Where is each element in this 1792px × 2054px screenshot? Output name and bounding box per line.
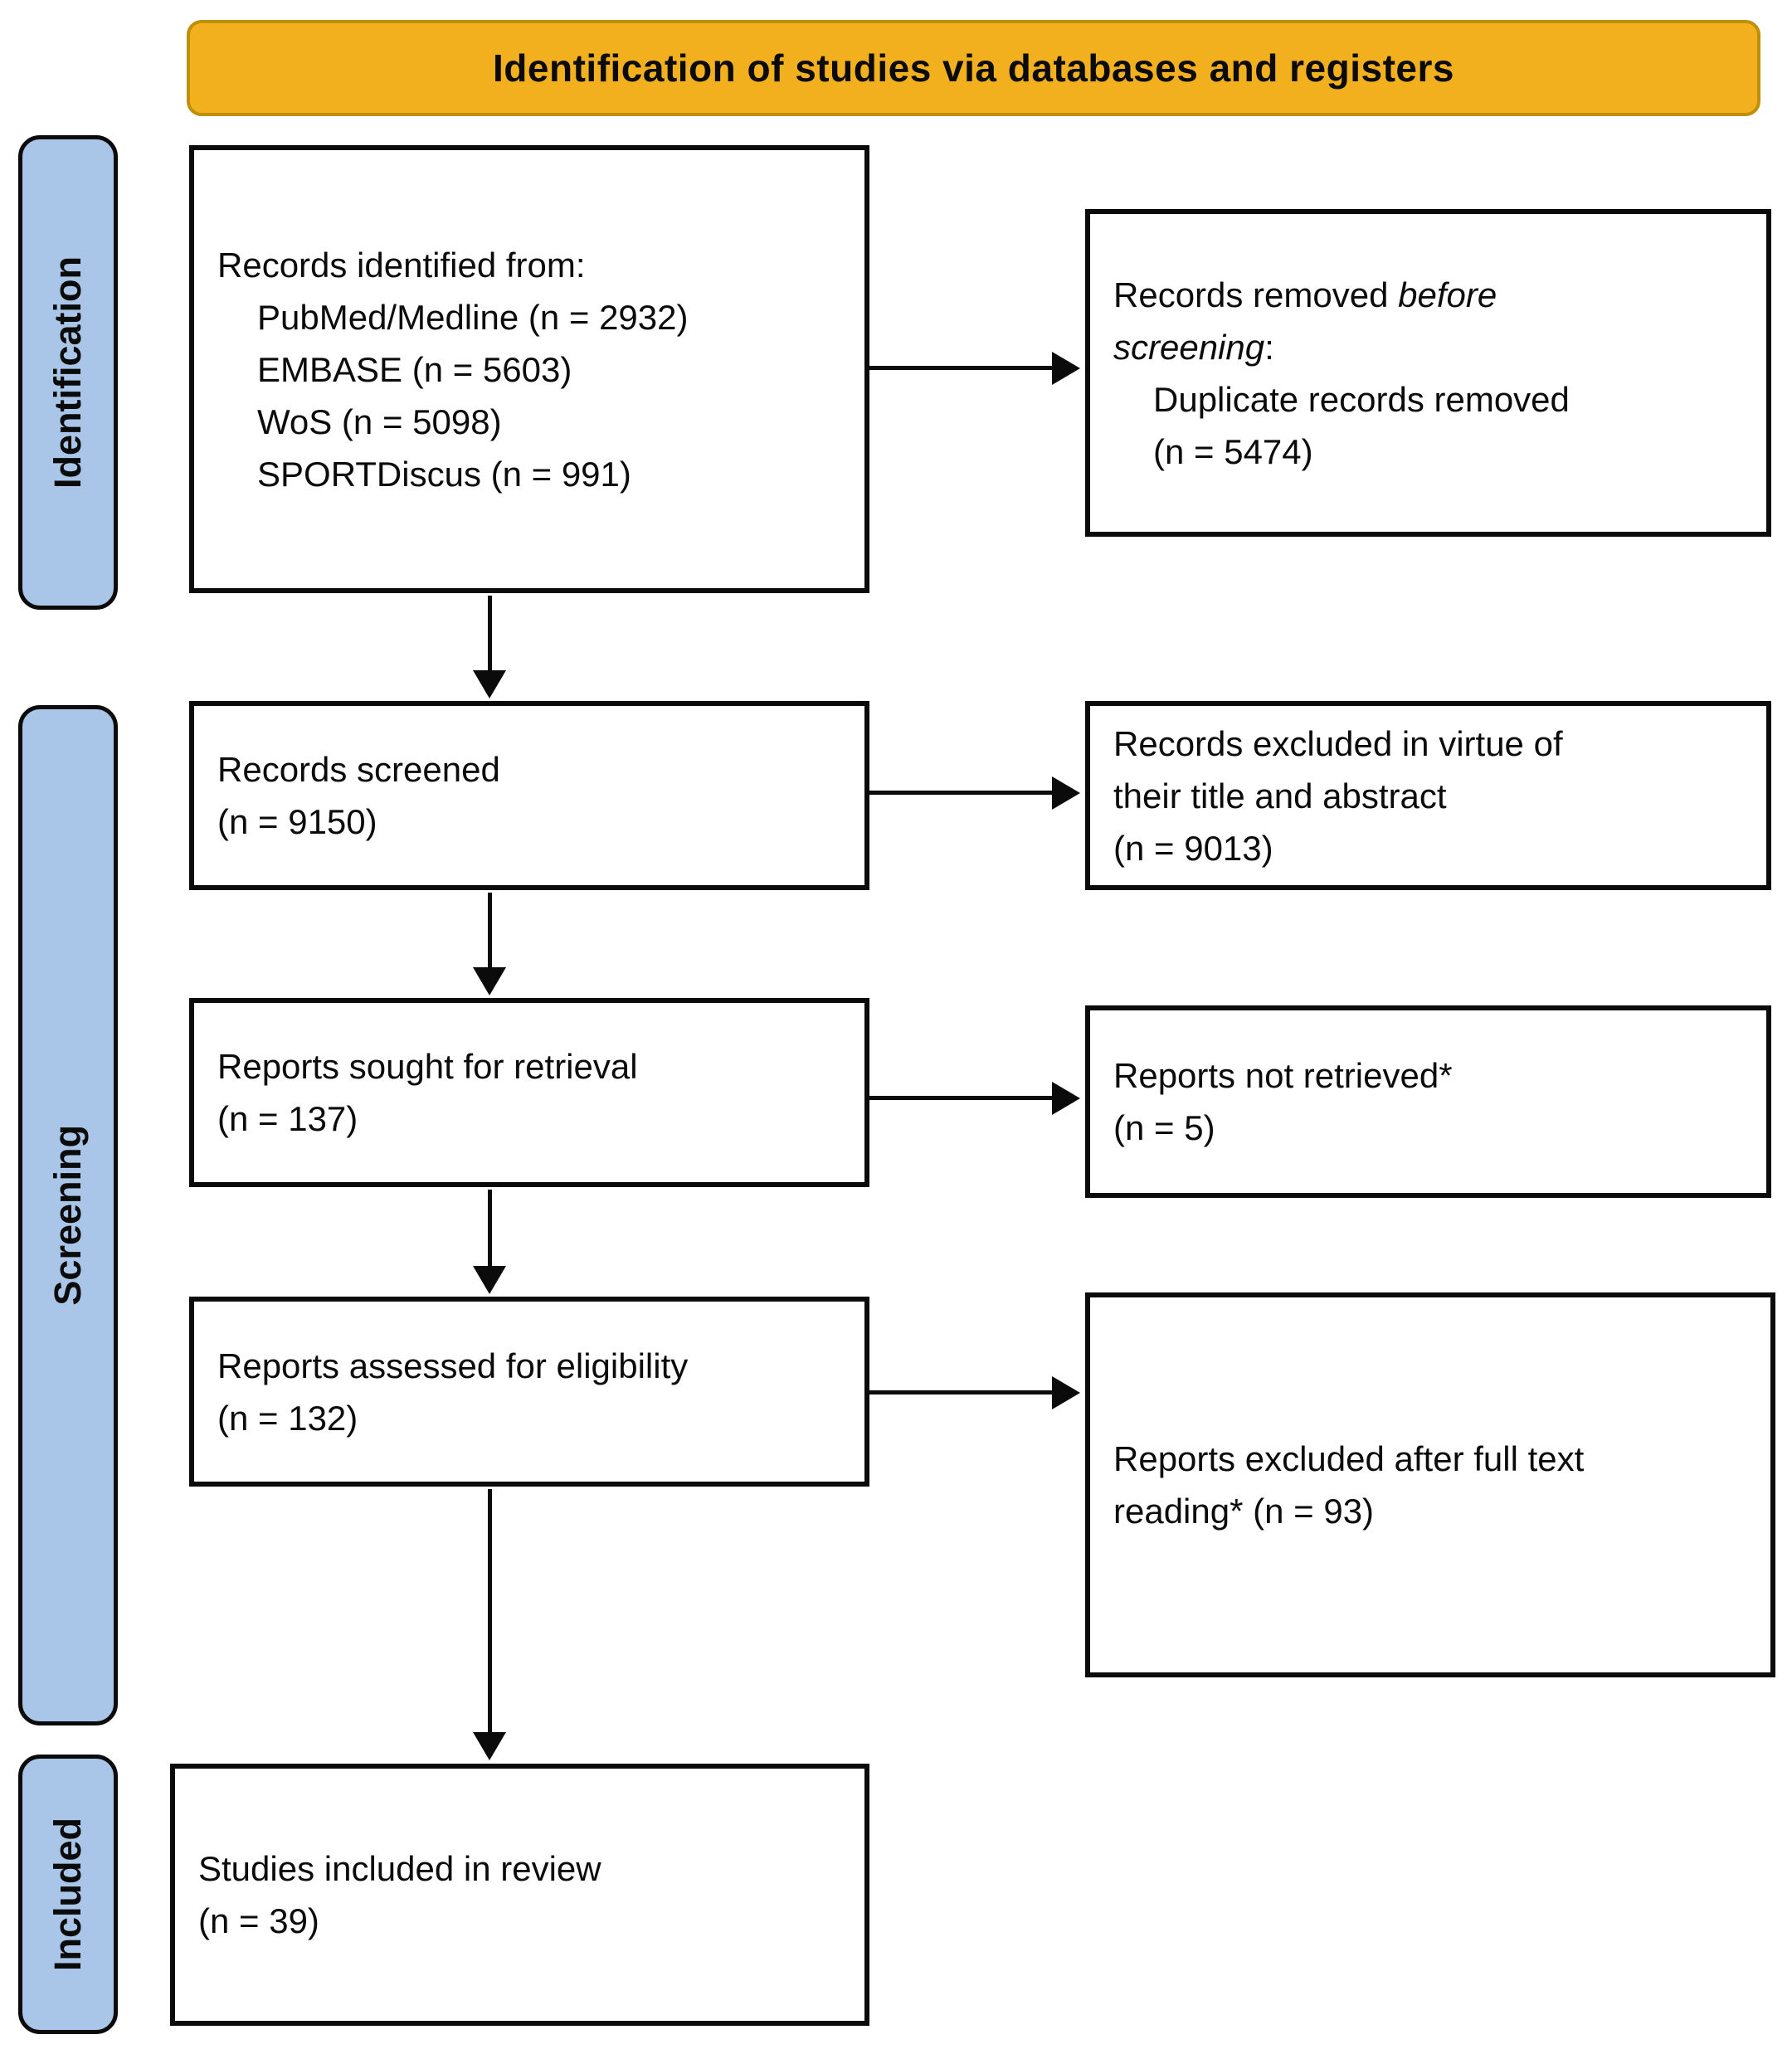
arrowhead-down-icon [473,1732,506,1760]
records-removed-line-1: Records removed before [1113,269,1753,321]
box-records-identified: Records identified from: PubMed/Medline … [189,145,869,593]
records-identified-source: SPORTDiscus (n = 991) [257,454,631,494]
reports-excluded-fulltext-count: reading* (n = 93) [1113,1492,1375,1531]
arrowhead-down-icon [473,1266,506,1294]
reports-not-retrieved-line: Reports not retrieved* [1113,1056,1453,1095]
records-identified-source: WoS (n = 5098) [257,402,502,441]
box-reports-not-retrieved: Reports not retrieved* (n = 5) [1085,1005,1771,1198]
box-records-screened: Records screened (n = 9150) [189,701,869,890]
arrow-screened-to-sought [488,893,492,971]
stage-screening-label: Screening [46,1125,89,1306]
box-studies-included: Studies included in review (n = 39) [170,1764,869,2026]
arrowhead-down-icon [473,967,506,995]
records-excluded-count: (n = 9013) [1113,828,1273,868]
arrowhead-right-icon [1052,352,1080,385]
reports-assessed-count: (n = 132) [217,1398,358,1438]
studies-included-line: Studies included in review [198,1849,601,1888]
reports-sought-line: Reports sought for retrieval [217,1047,638,1086]
stage-identification: Identification [18,135,118,610]
box-reports-excluded-fulltext: Reports excluded after full text reading… [1085,1292,1775,1677]
stage-included: Included [18,1755,118,2034]
arrowhead-right-icon [1052,1376,1080,1409]
arrow-identified-to-screened [488,596,492,674]
arrow-screened-to-excluded [869,791,1054,795]
arrow-sought-to-assessed [488,1190,492,1269]
records-removed-regular: Records removed [1113,275,1399,314]
arrow-identified-to-removed [869,366,1054,370]
arrow-assessed-to-excluded-fulltext [869,1390,1054,1394]
records-screened-count: (n = 9150) [217,802,377,841]
records-removed-count: (n = 5474) [1153,431,1313,471]
arrowhead-right-icon [1052,776,1080,810]
arrowhead-down-icon [473,670,506,698]
box-reports-sought: Reports sought for retrieval (n = 137) [189,998,869,1187]
stage-included-label: Included [46,1817,89,1971]
stage-identification-label: Identification [46,256,89,489]
records-identified-intro: Records identified from: [217,245,586,285]
records-removed-line-2: screening: [1113,321,1753,373]
records-identified-source: PubMed/Medline (n = 2932) [257,297,689,337]
reports-excluded-fulltext-line: Reports excluded after full text [1113,1439,1585,1478]
banner: Identification of studies via databases … [187,20,1760,116]
records-excluded-line: their title and abstract [1113,776,1447,815]
arrow-assessed-to-included [488,1489,492,1735]
banner-title: Identification of studies via databases … [493,46,1454,90]
box-records-removed: Records removed before screening: Duplic… [1085,209,1771,537]
records-excluded-line: Records excluded in virtue of [1113,723,1563,763]
reports-assessed-line: Reports assessed for eligibility [217,1346,689,1385]
arrow-sought-to-not-retrieved [869,1096,1054,1100]
records-identified-source: EMBASE (n = 5603) [257,349,572,389]
reports-not-retrieved-count: (n = 5) [1113,1108,1215,1147]
stage-screening: Screening [18,705,118,1725]
reports-sought-count: (n = 137) [217,1099,358,1138]
records-removed-italic: before [1398,275,1497,314]
studies-included-count: (n = 39) [198,1901,319,1940]
records-removed-regular: : [1264,327,1274,367]
box-reports-assessed: Reports assessed for eligibility (n = 13… [189,1297,869,1487]
records-removed-detail: Duplicate records removed [1153,379,1570,419]
arrowhead-right-icon [1052,1082,1080,1115]
records-screened-line: Records screened [217,750,500,789]
records-removed-italic: screening [1113,327,1265,367]
box-records-excluded: Records excluded in virtue of their titl… [1085,701,1771,890]
